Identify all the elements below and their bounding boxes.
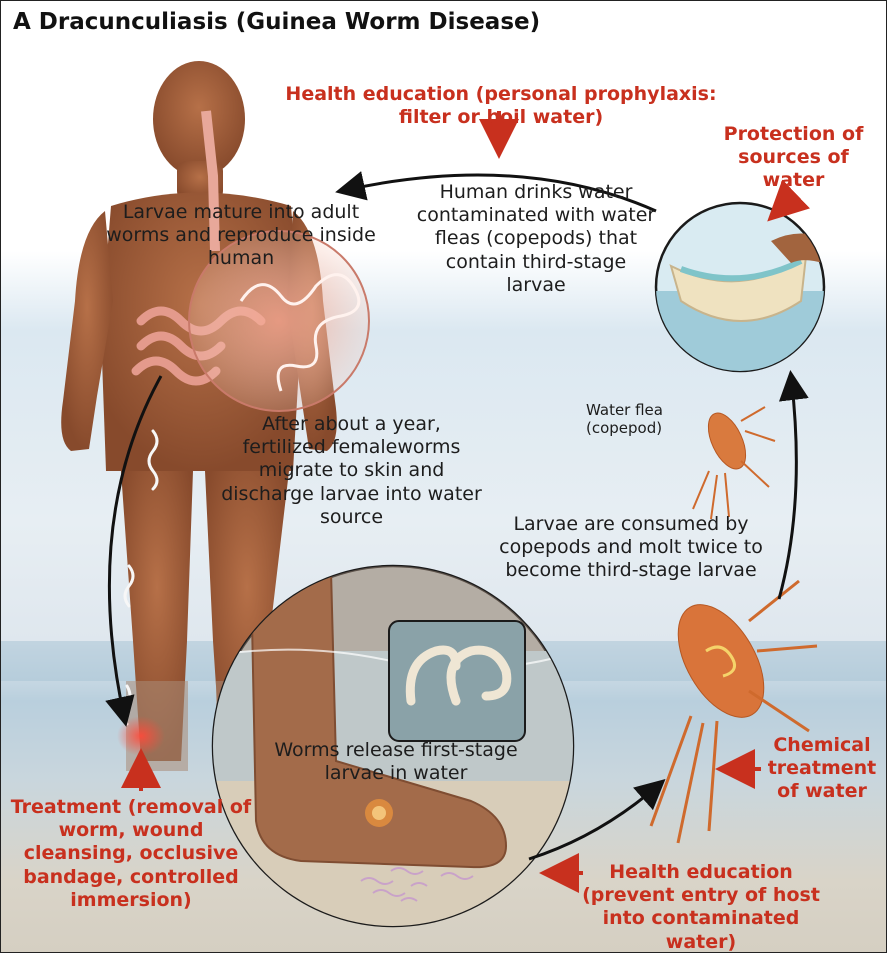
red-arrow-protection [773,196,794,216]
health-education-bottom-label: Health education (prevent entry of host … [571,861,831,953]
panel-title: A Dracunculiasis (Guinea Worm Disease) [13,9,540,35]
large-copepod [651,581,817,843]
worms-release-label: Worms release first-stage larvae in wate… [251,739,541,785]
protection-label: Protection of sources of water [706,123,881,193]
treatment-label: Treatment (removal of worm, wound cleans… [6,796,256,912]
water-flea-label: Water flea (copepod) [586,401,696,438]
chemical-treatment-label: Chemical treatment of water [763,734,881,804]
water-bowl-circle [651,203,831,381]
human-drinks-label: Human drinks water contaminated with wat… [416,181,656,297]
arrow-copepod-to-water [779,376,796,599]
after-a-year-label: After about a year, fertilized femalewor… [219,413,484,529]
small-copepod [693,407,775,519]
wound-glow [117,716,165,756]
larvae-mature-label: Larvae mature into adult worms and repro… [101,201,381,271]
larvae-consumed-label: Larvae are consumed by copepods and molt… [486,513,776,583]
health-education-top-label: Health education (personal prophylaxis: … [266,83,736,129]
